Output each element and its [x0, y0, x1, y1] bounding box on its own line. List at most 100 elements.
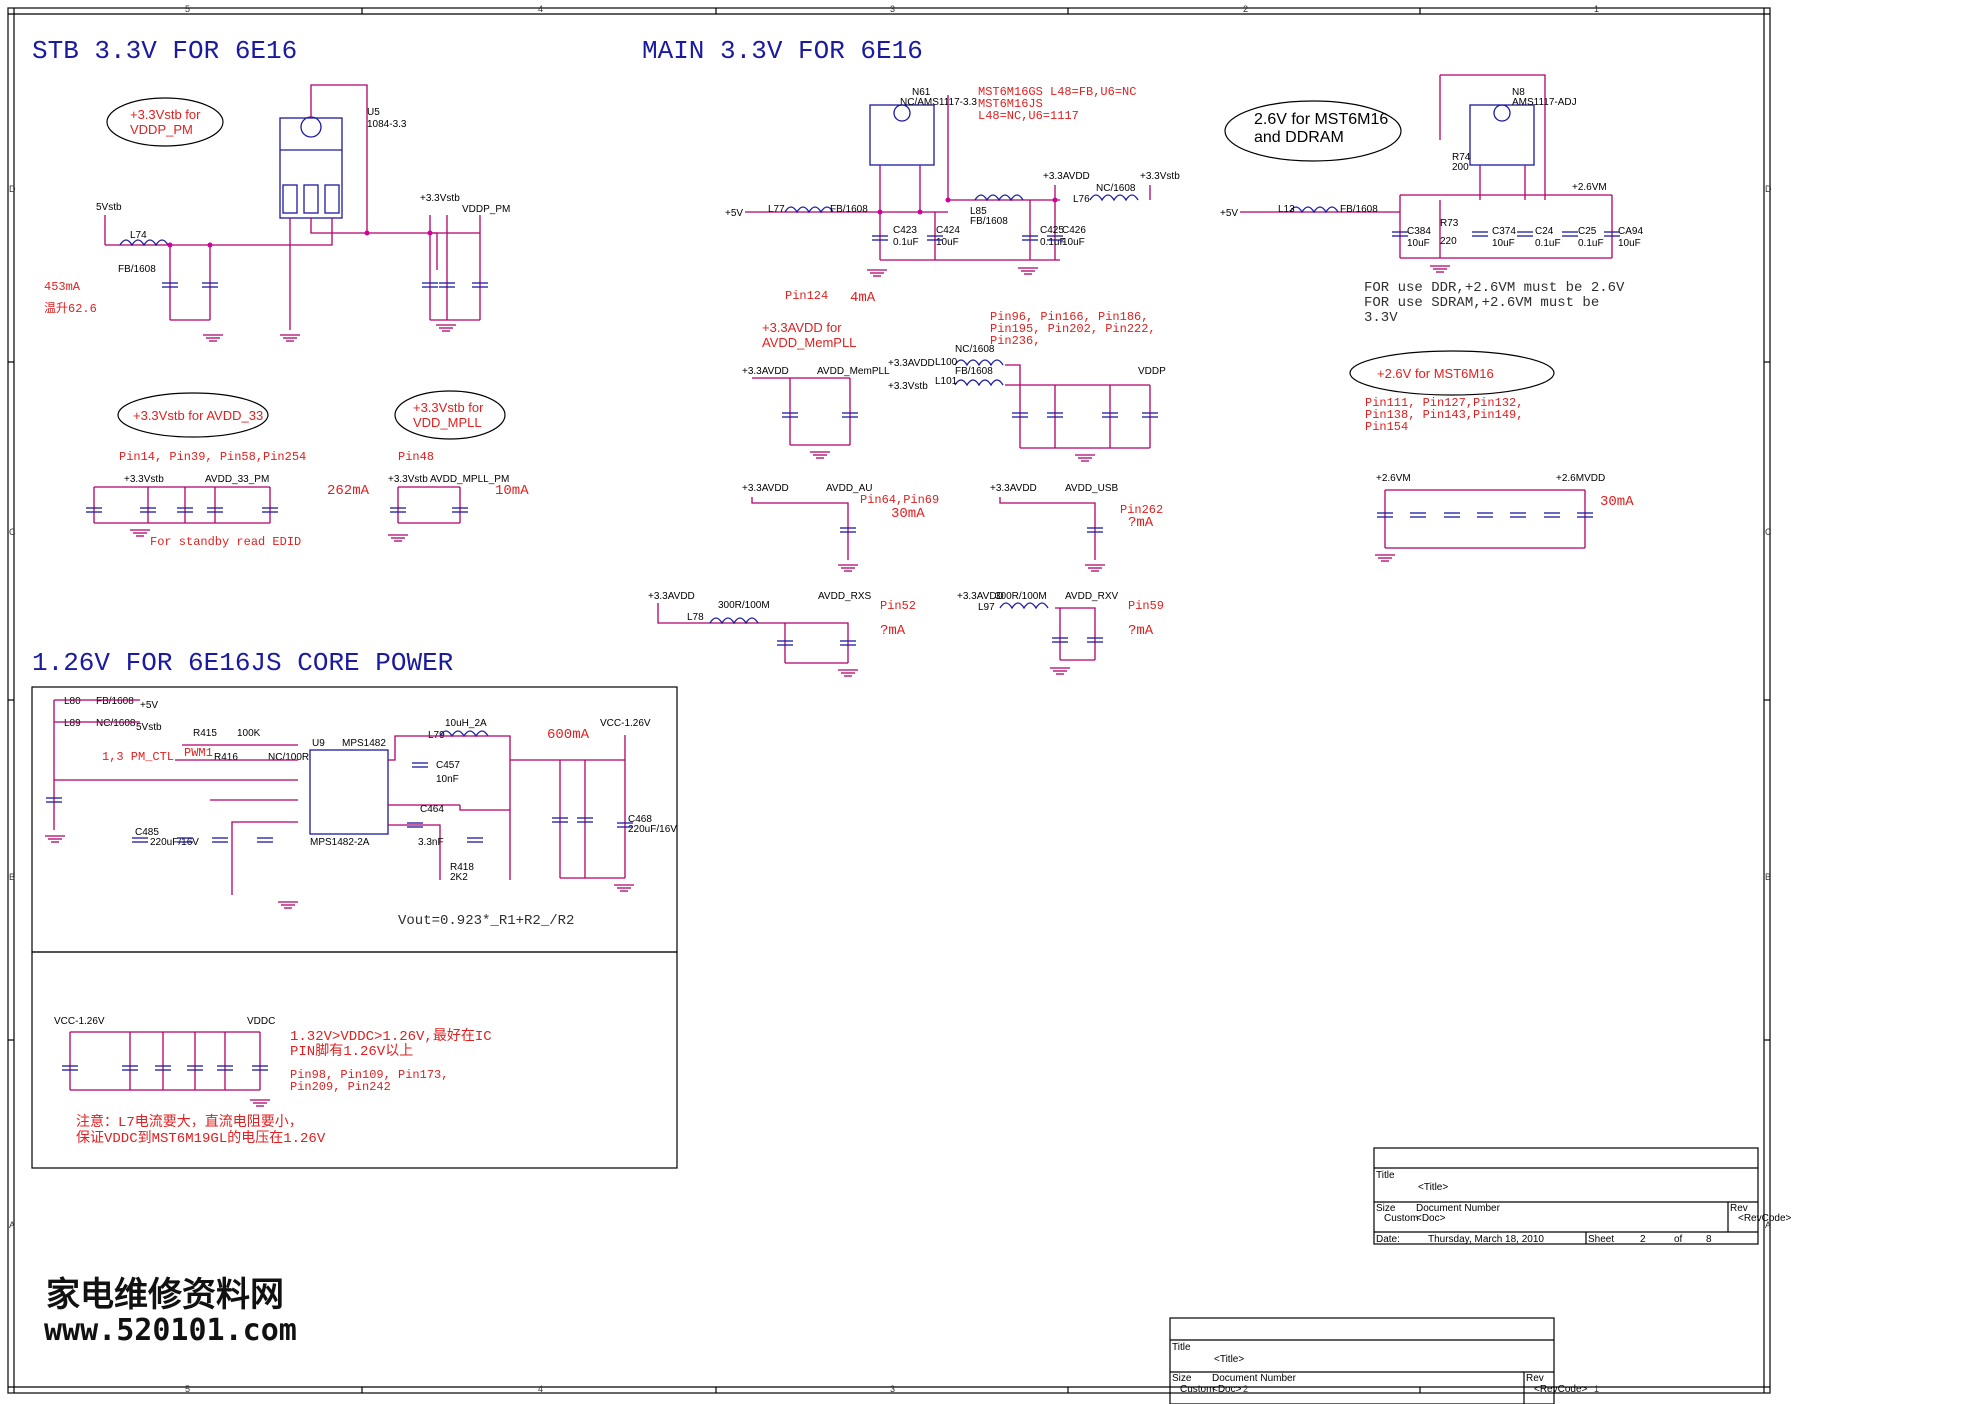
ground-symbol — [838, 669, 858, 677]
svg-text:C457: C457 — [436, 760, 460, 771]
net-33avdd-g: +3.3AVDD — [957, 591, 1004, 602]
capacitor-symbol — [1510, 512, 1526, 518]
svg-text:2: 2 — [1640, 1234, 1646, 1245]
capacitor-symbol — [1472, 231, 1488, 237]
bubble-mst6m16 — [1349, 350, 1555, 396]
note-4ma: 4mA — [850, 290, 876, 306]
capacitor-symbol — [467, 837, 483, 843]
svg-text:R418: R418 — [450, 862, 474, 873]
row-label: C — [1765, 527, 1772, 537]
note-standby: For standby read EDID — [150, 535, 301, 549]
svg-text:Title: Title — [1172, 1342, 1191, 1353]
note-ddr-3: 3.3V — [1364, 310, 1398, 326]
net-26mvdd: +2.6MVDD — [1556, 473, 1605, 484]
wire-mempll — [752, 377, 851, 446]
wire-u5-tab — [310, 84, 368, 233]
row-label: C — [9, 527, 16, 537]
col-label: 4 — [538, 1384, 543, 1394]
l85-ref: L85 — [970, 206, 987, 217]
col-label: 5 — [185, 1384, 190, 1394]
l78-ref: L78 — [687, 612, 704, 623]
svg-text:C374: C374 — [1492, 226, 1516, 237]
note-10ma: 10mA — [495, 483, 529, 499]
n61-value: NC/AMS1117-3.3 — [900, 97, 977, 108]
net-26vm-b: +2.6VM — [1376, 473, 1411, 484]
title-block: Title <Title> Size Custom Document Numbe… — [1373, 1147, 1792, 1245]
note-mst6m16js: MST6M16JS — [978, 97, 1043, 111]
capacitor-symbol — [840, 640, 856, 646]
l13-value: FB/1608 — [1340, 204, 1378, 215]
l76-ref: L76 — [1073, 194, 1090, 205]
l101-ref: L101 — [935, 376, 958, 387]
l100-l101-coils — [954, 359, 1004, 387]
wire-avdd-usb — [999, 497, 1096, 560]
u5-ref: U5 — [367, 107, 380, 118]
bubble-ddram-line1: 2.6V for MST6M16 — [1254, 111, 1388, 128]
svg-text:C426: C426 — [1062, 225, 1086, 236]
r74-value: 200 — [1452, 162, 1469, 173]
svg-text:<Title>: <Title> — [1214, 1354, 1244, 1365]
capacitor-symbol — [86, 507, 102, 513]
u9-ref: U9 — [312, 738, 325, 749]
capacitor-symbol — [177, 507, 193, 513]
svg-text:Custom: Custom — [1384, 1213, 1418, 1224]
wire-avdd33-bus — [93, 486, 271, 524]
svg-text:C464: C464 — [420, 804, 444, 815]
ground-symbol — [1430, 265, 1450, 273]
capacitor-symbol — [1562, 231, 1578, 237]
svg-text:3.3nF: 3.3nF — [418, 837, 444, 848]
note-30ma: 30mA — [891, 506, 925, 522]
net-vcc126-a: VCC-1.26V — [600, 718, 651, 729]
l76-coil — [1089, 194, 1139, 202]
note-pin262: Pin262 — [1120, 503, 1163, 517]
wire-u5-in — [169, 218, 333, 320]
note-ddr-1: FOR use DDR,+2.6VM must be 2.6V — [1364, 280, 1625, 296]
ground-symbol — [614, 884, 634, 892]
bubble-ddram — [1224, 100, 1402, 162]
capacitor-symbol — [1087, 637, 1103, 643]
ground-symbol — [838, 564, 858, 572]
title-block-outer: Title <Title> Size Custom Document Numbe… — [1169, 1317, 1588, 1404]
ground-symbol — [278, 901, 298, 909]
svg-text:C423: C423 — [893, 225, 917, 236]
wire-avdd-rxv — [1055, 607, 1096, 661]
l85-value: FB/1608 — [970, 216, 1008, 227]
net-vddp-pm: VDDP_PM — [462, 204, 510, 215]
capacitor-symbol — [122, 1065, 138, 1071]
note-30ma-b: 30mA — [1600, 494, 1634, 510]
row-label: D — [9, 184, 16, 194]
wire-26-bus — [1384, 489, 1586, 549]
ground-symbol — [1375, 554, 1395, 562]
svg-text:0.1uF: 0.1uF — [1040, 237, 1066, 248]
note-600ma: 600mA — [547, 727, 590, 743]
capacitor-symbol — [777, 640, 793, 646]
net-5v-main: +5V — [725, 208, 743, 219]
capacitor-symbol — [452, 507, 468, 513]
l80-value: FB/1608 — [96, 696, 134, 707]
bubble-mempll-line2: AVDD_MemPLL — [762, 335, 856, 350]
l79-value: 10uH_2A — [445, 718, 487, 729]
u9-value: MPS1482-2A — [310, 837, 370, 848]
r416-ref: R416 — [214, 752, 238, 763]
note-qma-rxv: ?mA — [1128, 623, 1154, 639]
l89-value: NC/1608 — [96, 718, 136, 729]
capacitor-symbol — [217, 1065, 233, 1071]
note-qma-rxs: ?mA — [880, 623, 906, 639]
l13-ref: L13 — [1278, 204, 1295, 215]
svg-text:Size: Size — [1172, 1373, 1192, 1384]
capacitor-symbol — [1052, 637, 1068, 643]
watermark-cn: 家电维修资料网 — [46, 1275, 284, 1315]
l89-ref: L89 — [64, 718, 81, 729]
ground-symbol — [867, 269, 887, 277]
capacitor-symbol — [1022, 235, 1038, 241]
u9-body — [309, 749, 389, 835]
svg-text:10uF: 10uF — [1407, 238, 1430, 249]
u5-value: 1084-3.3 — [367, 119, 407, 130]
ground-symbol — [436, 324, 456, 332]
capacitor-symbol — [252, 1065, 268, 1071]
svg-text:0.1uF: 0.1uF — [893, 237, 919, 248]
title-stb: STB 3.3V FOR 6E16 — [32, 36, 297, 66]
wire-main-in — [745, 95, 1060, 213]
